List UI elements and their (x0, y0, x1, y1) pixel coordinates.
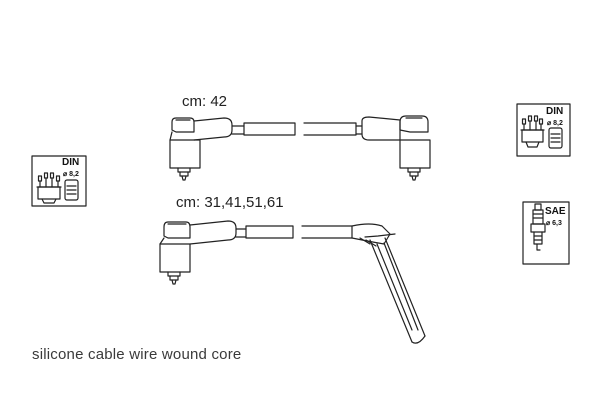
left-distributor-diameter-label: ⌀ 8,2 (63, 171, 79, 178)
right-distributor-standard-label: DIN (546, 106, 564, 117)
spark-plug-standard-label: SAE (545, 206, 566, 217)
right-distributor-terminal-box (516, 103, 571, 157)
cable-segment (243, 122, 296, 136)
straight-plug-boot (351, 223, 426, 344)
spark-plug-diameter-label: ⌀ 6,3 (546, 220, 562, 227)
left-boot-connector (169, 117, 245, 181)
cable-1 (169, 115, 431, 181)
right-boot-connector (355, 115, 431, 181)
spark-plug-icon (530, 203, 546, 251)
cable-2-length-label: cm: 31,41,51,61 (176, 194, 284, 211)
product-caption: silicone cable wire wound core (32, 346, 242, 363)
cable-segment (303, 122, 357, 136)
cable-1-length-label: cm: 42 (182, 93, 228, 110)
cable-segment (301, 225, 353, 239)
distributor-cap-icon (36, 172, 62, 204)
terminal-detail-icon (64, 179, 79, 201)
right-distributor-diameter-label: ⌀ 8,2 (547, 120, 563, 127)
spark-plug-terminal-box (522, 201, 570, 265)
distributor-cap-icon (520, 115, 545, 148)
cable-2 (159, 220, 426, 344)
left-distributor-standard-label: DIN (62, 157, 80, 168)
left-distributor-terminal-box (31, 155, 87, 207)
left-boot-connector (159, 220, 247, 285)
terminal-detail-icon (548, 127, 563, 149)
cable-segment (245, 225, 294, 239)
